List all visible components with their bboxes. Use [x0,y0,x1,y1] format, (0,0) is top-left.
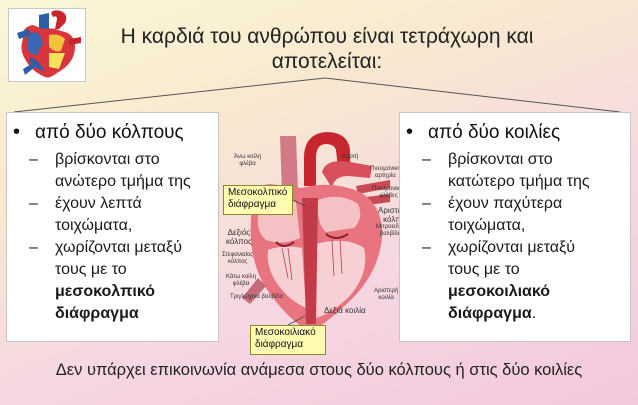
atria-item-1-line-2: ανώτερο τμήμα της [55,173,191,190]
aorta [304,132,350,186]
atria-item-2: – έχουν λεπτά τοιχώματα, [29,193,142,237]
dash-marker: – [29,195,38,212]
right-ventricle-chamber [267,246,306,308]
dash-marker: – [422,151,431,168]
dash-marker: – [422,195,431,212]
atria-item-1-line-1: βρίσκονται στο [55,151,160,168]
slide-title: Η καρδιά του ανθρώπου είναι τετράχωρη κα… [92,24,562,74]
ventricles-septum-term-1: μεσοκοιλιακό [448,283,551,300]
atria-item-2-line-1: έχουν λεπτά [55,195,142,212]
ventricles-item-1-line-1: βρίσκονται στο [448,151,553,168]
footer-note: Δεν υπάρχει επικοινωνία ανάμεσα στους δύ… [55,361,583,379]
atrial-septum-line-1: Μεσοκολπικό [228,187,288,198]
title-line-1: Η καρδιά του ανθρώπου είναι τετράχωρη κα… [120,25,534,48]
atrial-callout-pointer [292,199,306,207]
ventricles-item-3-line-1: χωρίζονται μεταξύ [448,239,575,256]
atria-item-3-line-1: χωρίζονται μεταξύ [55,239,182,256]
atria-item-3: – χωρίζονται μεταξύ τους με το μεσοκολπι… [29,237,182,325]
title-line-2: αποτελείται: [271,50,383,73]
ventricles-item-2: – έχουν παχύτερα τοιχώματα, [422,193,562,237]
atria-box: • από δύο κόλπους – βρίσκονται στο ανώτερ… [6,112,219,342]
ventricles-item-3-line-2: τους με το [448,261,520,278]
bullet-dot: • [13,121,21,143]
label-aorta: Αορτή [342,154,359,160]
atria-septum-term-1: μεσοκολπικό [55,283,156,300]
pulmonary-artery [322,161,372,188]
heart-diagram-icon [9,9,85,81]
label-right-ventricle: Δεξιά κοιλία [324,306,366,315]
atrial-septum-line-2: διάφραγμα [228,199,277,210]
dash-marker: – [422,239,431,256]
ventricles-item-1-line-2: κατώτερο τμήμα της [448,173,590,190]
heart-cross-section [242,132,390,332]
inferior-vena-cava [242,278,266,304]
ventricular-septum-line-2: διάφραγμα [255,339,304,350]
atria-item-2-line-2: τοιχώματα, [55,217,133,234]
atria-item-3-line-2: τους με το [55,261,127,278]
dash-marker: – [29,151,38,168]
period: . [531,305,537,322]
heart-thumbnail [8,8,86,82]
atria-bullet: • από δύο κόλπους [13,121,184,144]
ventricular-callout-pointer [287,315,306,326]
ventricles-item-2-line-2: τοιχώματα, [448,217,526,234]
ventricular-septum-callout: Μεσοκοιλιακό διάφραγμα [250,325,326,355]
ventricles-heading: από δύο κοιλίες [428,122,561,143]
tricuspid-valve [275,241,295,247]
atria-heading: από δύο κόλπους [35,122,184,143]
atria-item-1: – βρίσκονται στο ανώτερο τμήμα της [29,149,191,193]
ventricles-item-2-line-1: έχουν παχύτερα [448,195,563,212]
atria-septum-term-2: διάφραγμα [55,305,139,322]
ventricles-item-1: – βρίσκονται στο κατώτερο τμήμα της [422,149,590,193]
mitral-valve [325,233,349,239]
dash-marker: – [29,239,38,256]
left-atrium-chamber [317,196,361,232]
ventricular-septum-line-1: Μεσοκοιλιακό [255,327,316,338]
ventricles-septum-term-2: διάφραγμα [448,305,532,322]
septum [302,198,318,324]
left-ventricle-chamber [316,240,366,318]
ventricles-bullet: • από δύο κοιλίες [406,121,560,144]
ventricles-box: • από δύο κοιλίες – βρίσκονται στο κατώτε… [399,112,631,342]
atrial-septum-callout: Μεσοκολπικό διάφραγμα [223,185,293,215]
pulmonary-vein-1 [356,180,390,194]
superior-vena-cava [280,136,298,194]
bullet-dot: • [406,121,414,143]
ventricles-item-3: – χωρίζονται μεταξύ τους με το μεσοκοιλι… [422,237,575,325]
label-tricuspid: Τριγλώχινα βαλβίδα [230,294,283,300]
